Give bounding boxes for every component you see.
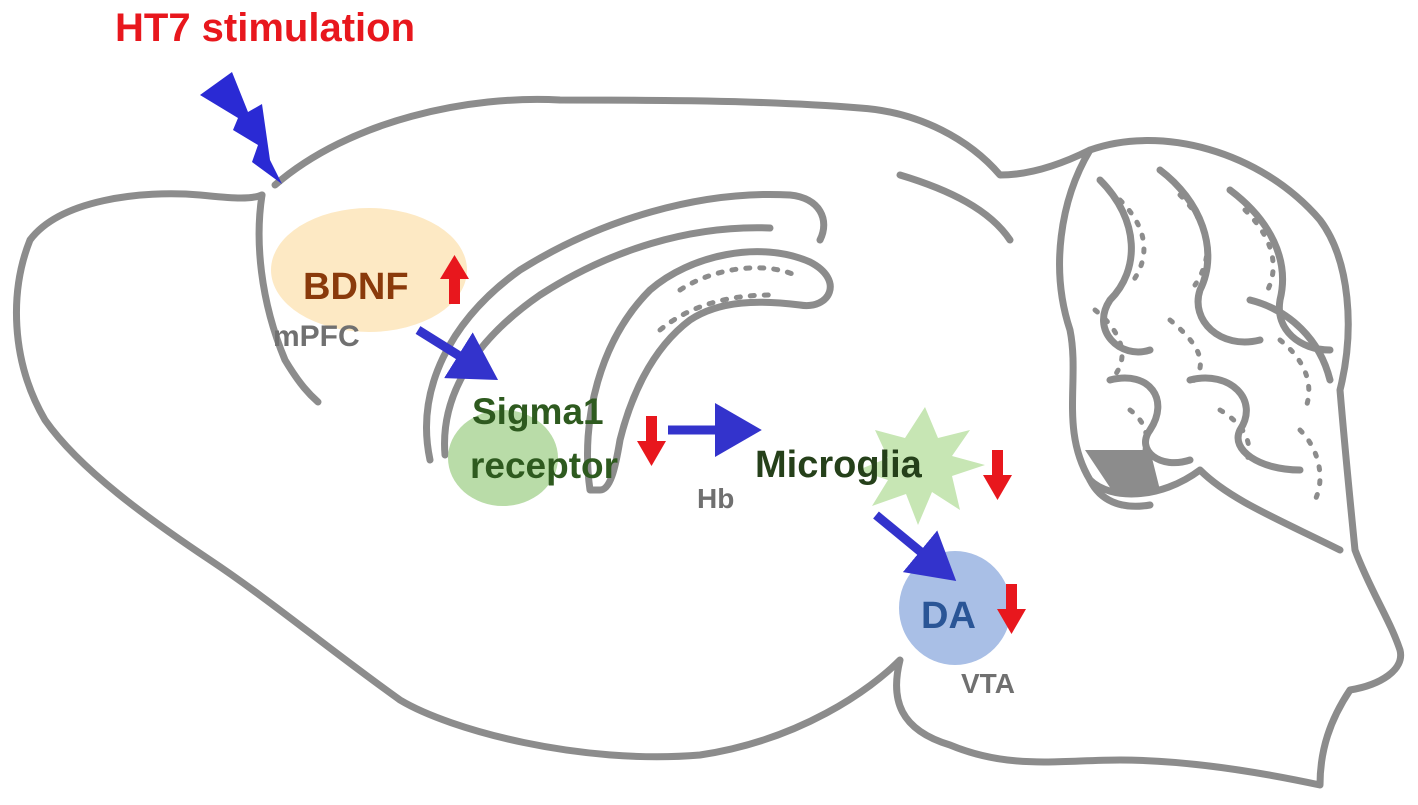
da-down-arrow-icon [997, 584, 1026, 634]
sigma1-down-arrow-icon [637, 416, 666, 466]
mpfc-label: mPFC [273, 320, 360, 353]
bdnf-up-arrow-icon [440, 255, 469, 304]
bdnf-region [271, 208, 467, 332]
arrow-bdnf-to-sigma1 [415, 326, 499, 381]
vta-label: VTA [961, 668, 1015, 699]
microglia-label: Microglia [755, 444, 922, 486]
da-label: DA [921, 595, 976, 637]
sigma1-label-line1: Sigma1 [472, 391, 604, 432]
arrow-microglia-to-da [873, 511, 957, 582]
bdnf-label: BDNF [303, 266, 409, 308]
lightning-bolt-icon [200, 72, 282, 184]
microglia-down-arrow-icon [983, 450, 1012, 500]
sigma1-label-line2: receptor [470, 445, 619, 486]
diagram-title: HT7 stimulation [115, 6, 416, 50]
microglia-region [858, 407, 985, 525]
brain-outline [12, 95, 1405, 789]
sigma1-region [448, 410, 558, 506]
brainstem-notch [1085, 450, 1160, 495]
hb-label: Hb [697, 483, 735, 514]
